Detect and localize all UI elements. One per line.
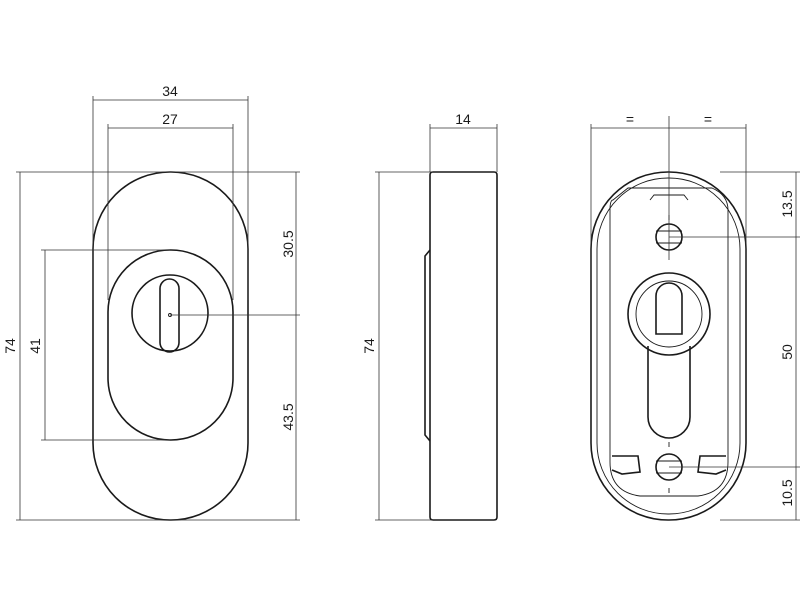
front-cylinder-ring [131,274,209,352]
dim-label-top-offset: 13.5 [779,190,795,217]
dim-label-hole-spacing: 50 [779,344,795,360]
dim-label-equal-left: = [626,111,634,127]
dim-label-height-total: 74 [2,338,18,354]
front-inner-rose [107,249,234,441]
side-mounting-lip [424,249,431,442]
dim-label-upper-offset: 30.5 [280,230,296,257]
dim-label-depth: 14 [455,111,471,127]
back-rim [596,177,741,515]
front-outer-plate [92,171,249,521]
back-cam-slot [655,282,683,335]
back-left-clip [611,455,641,475]
side-view: 14 74 [361,111,498,521]
dim-label-width-outer: 34 [162,83,178,99]
back-outer-plate [590,171,747,521]
side-profile [429,171,498,521]
dim-label-equal-right: = [704,111,712,127]
back-right-clip [697,455,727,475]
front-view: 34 27 74 41 30.5 43.5 [2,83,300,521]
back-inner-cavity [609,187,729,497]
dim-label-width-inner: 27 [162,111,178,127]
front-key-slot [159,278,180,353]
dim-label-height-rose: 41 [27,338,43,354]
dim-label-side-height: 74 [361,338,377,354]
back-cylinder-profile [647,346,691,439]
back-view: = = 13.5 50 10.5 [590,111,800,521]
back-cylinder-ring-inner [635,280,703,348]
back-cylinder-ring-outer [627,272,711,356]
dim-label-bottom-offset: 10.5 [779,479,795,506]
dim-label-lower-offset: 43.5 [280,403,296,430]
